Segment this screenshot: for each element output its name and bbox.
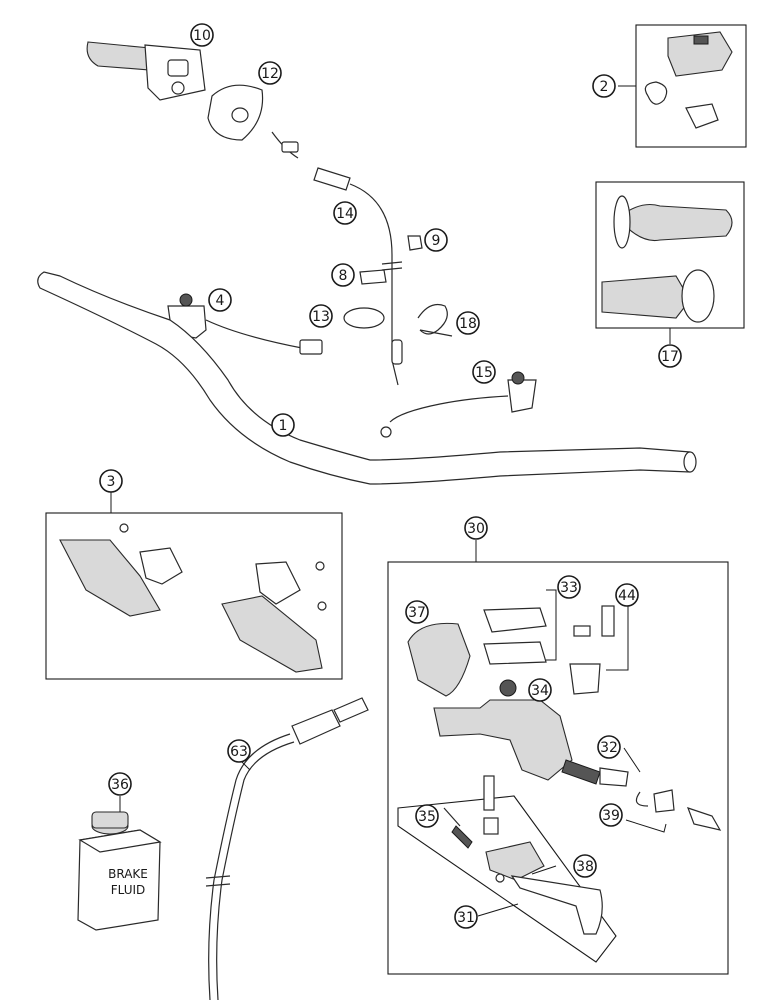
callout-circle (99, 469, 123, 493)
throttle-grip-part (86, 41, 206, 101)
callout-4: 4 (208, 288, 232, 312)
callout-3: 3 (99, 469, 123, 493)
callout-18: 18 (456, 311, 480, 335)
callout-circle (405, 600, 429, 624)
callout-circle (258, 61, 282, 85)
callout-10: 10 (190, 23, 214, 47)
callout-number: 4 (216, 293, 225, 309)
can-label-line2: FLUID (111, 883, 146, 897)
callout-circle (472, 360, 496, 384)
callout-44: 44 (615, 583, 639, 607)
callout-number: 63 (230, 744, 248, 760)
callout-number: 14 (336, 206, 354, 222)
throttle-cover-part (207, 84, 264, 141)
callout-circle (108, 772, 132, 796)
callout-17: 17 (658, 344, 682, 368)
callout-8: 8 (331, 263, 355, 287)
callout-number: 36 (111, 777, 129, 793)
callout-circle (557, 575, 581, 599)
brake-fluid-can-part: BRAKE FLUID (77, 796, 162, 931)
callout-circle (190, 23, 214, 47)
callout-number: 33 (560, 580, 578, 596)
callout-37: 37 (405, 600, 429, 624)
callout-circle (208, 288, 232, 312)
callout-circle (456, 311, 480, 335)
callout-number: 12 (261, 66, 279, 82)
cable-cap-part (407, 235, 423, 251)
cable-tie-part (417, 303, 453, 337)
callout-circle (464, 516, 488, 540)
callout-number: 9 (432, 233, 441, 249)
right-switch-part (380, 371, 537, 438)
callout-number: 3 (107, 474, 116, 490)
callout-2: 2 (592, 74, 616, 98)
callout-number: 17 (661, 349, 679, 365)
callout-number: 2 (600, 79, 609, 95)
callout-number: 31 (457, 910, 475, 926)
callout-circle (528, 678, 552, 702)
callout-9: 9 (424, 228, 448, 252)
callout-circle (592, 74, 616, 98)
callout-circle (599, 803, 623, 827)
callout-circle (227, 739, 251, 763)
callout-circle (331, 263, 355, 287)
callout-1: 1 (271, 413, 295, 437)
callout-number: 39 (602, 808, 620, 824)
callout-circle (454, 905, 478, 929)
callout-circle (658, 344, 682, 368)
callout-30: 30 (464, 516, 488, 540)
callout-circle (573, 854, 597, 878)
callout-circle (309, 304, 333, 328)
cable-clip-part (359, 269, 387, 285)
callout-circle (615, 583, 639, 607)
callout-circle (424, 228, 448, 252)
callout-63: 63 (227, 739, 251, 763)
brake-master-cylinder-frame (387, 540, 729, 975)
callout-38: 38 (573, 854, 597, 878)
clamp-mount-frame (618, 24, 747, 148)
callout-number: 13 (312, 309, 330, 325)
throttle-cable-part (271, 131, 403, 386)
callout-number: 37 (408, 605, 426, 621)
callout-number: 44 (618, 588, 636, 604)
callout-circle (415, 804, 439, 828)
callout-circle (597, 735, 621, 759)
callout-number: 34 (531, 683, 549, 699)
callout-34: 34 (528, 678, 552, 702)
callout-31: 31 (454, 905, 478, 929)
callout-33: 33 (557, 575, 581, 599)
callout-32: 32 (597, 735, 621, 759)
callout-number: 38 (576, 859, 594, 875)
handguard-frame (45, 492, 343, 680)
callout-13: 13 (309, 304, 333, 328)
callout-number: 10 (193, 28, 211, 44)
callout-14: 14 (333, 201, 357, 225)
grips-frame (595, 181, 745, 344)
callout-number: 18 (459, 316, 477, 332)
callout-number: 35 (418, 809, 436, 825)
callout-circle (271, 413, 295, 437)
callout-number: 1 (279, 418, 288, 434)
callout-36: 36 (108, 772, 132, 796)
callout-39: 39 (599, 803, 623, 827)
hydraulic-hose-part (205, 697, 369, 1001)
callout-number: 8 (339, 268, 348, 284)
handlebar-part (37, 271, 697, 485)
callout-number: 15 (475, 365, 493, 381)
callouts: 1234891012131415171830313233343536373839… (99, 23, 682, 929)
can-label-line1: BRAKE (108, 867, 148, 881)
callout-15: 15 (472, 360, 496, 384)
callout-circle (333, 201, 357, 225)
o-ring-part (343, 307, 385, 329)
callout-12: 12 (258, 61, 282, 85)
callout-number: 32 (600, 740, 618, 756)
callout-number: 30 (467, 521, 485, 537)
callout-35: 35 (415, 804, 439, 828)
